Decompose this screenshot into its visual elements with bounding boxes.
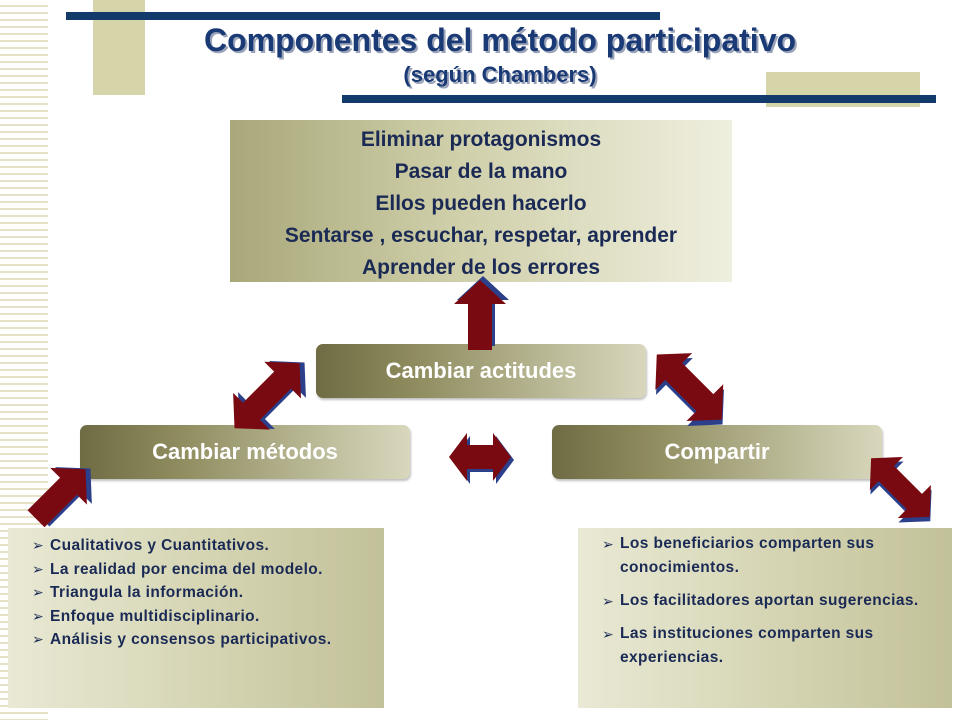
principle-line: Pasar de la mano <box>394 160 568 183</box>
double-arrow-down-right-icon <box>869 456 932 523</box>
arrowhead-bullet-icon: ➢ <box>32 560 45 577</box>
node-cambiar-metodos: Cambiar métodos <box>80 425 410 479</box>
principle-line: Eliminar protagonismos <box>360 128 602 151</box>
arrowhead-bullet-icon: ➢ <box>32 607 45 624</box>
list-item: ➢Triangula la información. <box>32 581 374 605</box>
arrowhead-bullet-icon: ➢ <box>32 584 45 600</box>
arrow-up-right-icon <box>27 467 92 528</box>
double-arrow-right-diagonal-icon <box>655 353 724 426</box>
double-arrow-horizontal-icon <box>449 433 514 484</box>
arrowhead-bullet-icon: ➢ <box>602 626 615 642</box>
list-item: ➢La realidad por encima del modelo. <box>32 558 374 582</box>
list-item: ➢Enfoque multidisciplinario. <box>32 605 374 629</box>
node-cambiar-actitudes: Cambiar actitudes <box>316 344 646 398</box>
double-arrow-left-diagonal-icon <box>233 361 306 430</box>
list-item: ➢Cualitativos y Cuantitativos. <box>32 534 374 558</box>
arrowhead-bullet-icon: ➢ <box>32 631 45 647</box>
arrow-up-icon <box>454 276 509 350</box>
arrowhead-bullet-icon: ➢ <box>602 536 615 552</box>
list-item: ➢Los facilitadores aportan sugerencias. <box>602 589 946 613</box>
methods-list-box: ➢Cualitativos y Cuantitativos. ➢La reali… <box>8 528 384 708</box>
page-title: Componentes del método participativo <box>203 22 797 58</box>
node-compartir: Compartir <box>552 425 882 479</box>
list-item: ➢Los beneficiarios comparten sus conocim… <box>602 532 946 580</box>
arrowhead-bullet-icon: ➢ <box>602 593 615 609</box>
principle-line: Sentarse , escuchar, respetar, aprender <box>284 224 678 247</box>
page-subtitle: (según Chambers) <box>403 62 597 87</box>
sharing-list-box: ➢Los beneficiarios comparten sus conocim… <box>578 528 952 708</box>
deco-bar-top <box>66 12 660 20</box>
principle-line: Aprender de los errores <box>361 256 601 279</box>
arrowhead-bullet-icon: ➢ <box>32 537 45 553</box>
list-item: ➢Análisis y consensos participativos. <box>32 628 374 652</box>
list-item: ➢Las instituciones comparten sus experie… <box>602 622 946 670</box>
principle-line: Ellos pueden hacerlo <box>375 192 587 215</box>
deco-bar-bottom <box>342 95 936 103</box>
attitude-principles-box: Eliminar protagonismos Pasar de la mano … <box>230 120 732 282</box>
